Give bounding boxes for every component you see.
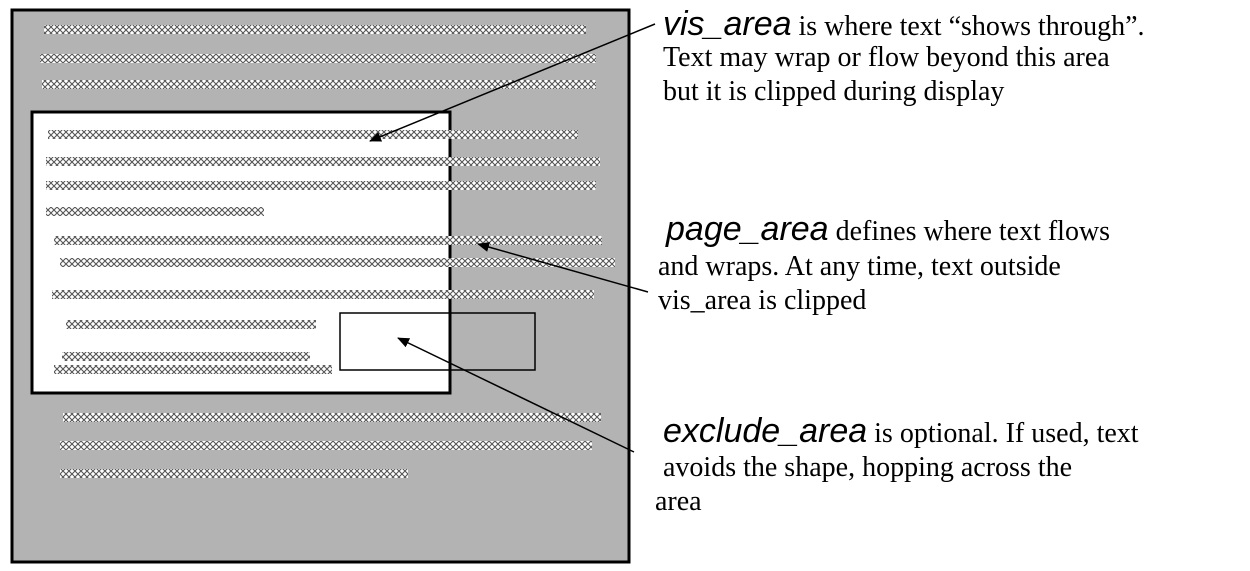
page-text-lines-bottom [60,413,601,478]
page-area-term: page_area [666,210,829,248]
vis-area-box [30,110,452,395]
vis-area-note-line-2: Text may wrap or flow beyond this area [663,42,1110,73]
exclude-area-note-text-1: is optional. If used, text [867,418,1139,449]
exclude-area-note-line-3: area [655,486,702,517]
vis-area-note-text-1: is where text “shows through”. [791,11,1145,42]
vis-text-lines [46,130,615,374]
vis-area-term: vis_area [663,5,792,43]
vis-area-note-line-1: vis_area is where text “shows through”. [663,7,1145,44]
exclude-area-term: exclude_area [663,412,868,450]
page-area-note-line-3: vis_area is clipped [658,285,867,316]
exclude-area-note-line-1: exclude_area is optional. If used, text [663,414,1139,451]
page-area-note-text-1: defines where text flows [828,216,1111,247]
exclude-area-note-line-2: avoids the shape, hopping across the [663,452,1073,483]
vis-area-arrow [369,23,656,142]
page-area-note-line-1: page_area defines where text flows [666,212,1110,249]
page-text-lines-top [40,25,596,89]
vis-area-note-line-3: but it is clipped during display [663,76,1005,107]
exclude-area-arrow [397,337,635,453]
exclude-area-box [339,312,536,371]
page-area-arrow [477,242,649,293]
page-area-note-line-2: and wraps. At any time, text outside [658,251,1061,282]
